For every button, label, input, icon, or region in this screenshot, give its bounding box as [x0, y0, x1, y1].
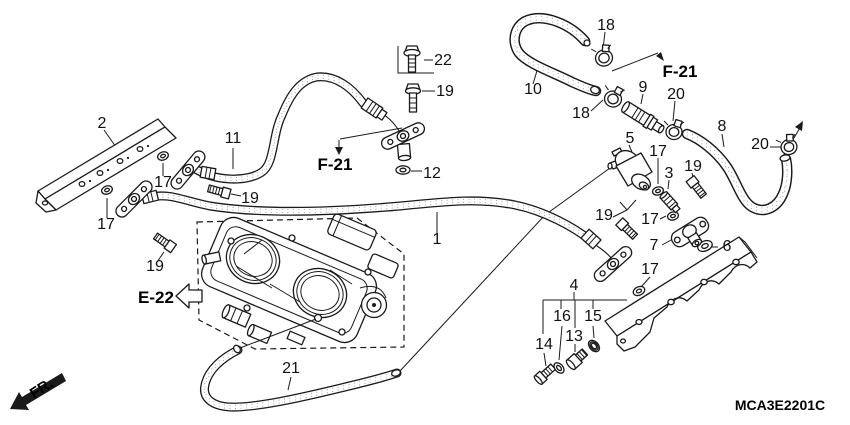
callout-9: 9 [639, 79, 648, 96]
fuel-return-port [313, 313, 323, 323]
callout-22: 22 [434, 52, 452, 69]
washer-12 [395, 165, 411, 175]
callout-13: 13 [565, 328, 583, 345]
callout-20-b: 20 [751, 136, 769, 153]
hose-8 [681, 128, 793, 216]
callout-18-b: 18 [572, 105, 590, 122]
washer-17-b [101, 185, 113, 195]
callout-17-c: 17 [649, 143, 667, 160]
callout-14: 14 [535, 336, 553, 353]
banjo-hose1-left [115, 180, 153, 218]
callout-20-a: 20 [667, 86, 685, 103]
callout-17-b: 17 [97, 216, 115, 233]
callout-17-e: 17 [641, 261, 659, 278]
hose-10 [509, 13, 602, 97]
bolt-19-top [404, 83, 422, 113]
clamp-18-lower [603, 85, 625, 108]
hose-21 [200, 344, 402, 412]
callout-21: 21 [282, 360, 300, 377]
diagram-code: MCA3E2201C [735, 397, 825, 413]
vacuum-nipple [201, 251, 222, 265]
callout-7: 7 [650, 237, 659, 254]
callout-17-d: 17 [641, 211, 659, 228]
crimp-hose11-right [360, 97, 388, 121]
callout-16: 16 [553, 308, 571, 325]
callout-17-a: 17 [154, 174, 172, 191]
callout-12: 12 [423, 165, 441, 182]
washer-17-a [157, 151, 169, 161]
continuation-arrowhead [795, 121, 803, 131]
clamp-18-upper [590, 44, 614, 67]
callout-18-a: 18 [597, 17, 615, 34]
pressure-regulator-5 [607, 147, 653, 191]
washer-17-c [651, 186, 665, 196]
clamp-20-right [775, 133, 798, 156]
bolt-19-hose1-left [152, 232, 178, 254]
callout-15: 15 [584, 308, 602, 325]
injector-joint-7 [670, 216, 710, 248]
throttle-bore-rear [292, 267, 348, 319]
callout-10: 10 [524, 81, 542, 98]
banjo-top-f21 [380, 122, 426, 162]
bolt-19-right [685, 174, 708, 199]
nut-13 [565, 348, 589, 371]
callout-11: 11 [225, 130, 242, 147]
banjo-hose11-left [170, 150, 206, 190]
callout-19-d: 19 [684, 158, 702, 175]
callout-3: 3 [665, 165, 674, 182]
callout-19-c: 19 [146, 258, 164, 275]
callout-8: 8 [718, 118, 727, 135]
washer-16 [553, 362, 565, 374]
callout-19-b: 19 [241, 190, 259, 207]
callout-19-e: 19 [595, 207, 613, 224]
hose21-to-port-line [239, 318, 317, 349]
bolt-22 [397, 45, 434, 74]
callout-6: 6 [723, 238, 732, 255]
callout-1: 1 [433, 231, 442, 248]
injector-body [221, 304, 252, 328]
sensor-box-2 [367, 253, 399, 279]
ref-e22: E-22 [138, 288, 174, 307]
ref-f21-right: F-21 [663, 62, 698, 81]
ref-f21-left: F-21 [318, 155, 353, 174]
crimp-hose11-left [199, 165, 217, 181]
fr-direction-arrow [10, 373, 66, 410]
fuel-joint-9 [621, 101, 665, 134]
callout-5: 5 [626, 130, 635, 147]
e22-arrow [175, 283, 203, 309]
callout-2: 2 [98, 115, 107, 132]
bolt-19-hose11 [206, 184, 232, 200]
bolt-set-bracket-4 [542, 292, 627, 367]
callout-4: 4 [570, 277, 579, 294]
hose-10-end-opening [583, 39, 591, 47]
injector-body-2 [246, 323, 273, 345]
washer-17-e [632, 285, 646, 297]
f21-arrow-left [335, 127, 403, 155]
dashed-boundary [196, 217, 405, 350]
fitting-3 [659, 191, 681, 214]
bolt-19-regulator [615, 217, 639, 240]
throttle-bore-front [225, 233, 281, 285]
washer-15 [587, 339, 601, 353]
f21-arrow-right [611, 52, 664, 72]
crimp-hose1-right [580, 228, 602, 250]
banjo-hose1-right [593, 246, 633, 282]
clamp-20-left [663, 118, 685, 141]
sensor-box [327, 213, 377, 251]
fuel-rail-right [604, 236, 758, 352]
washer-17-d [666, 211, 680, 221]
hose-8-end-opening [779, 154, 791, 162]
throttle-body-assembly [196, 213, 405, 350]
throttle-actuator [359, 285, 388, 319]
callout-19-a: 19 [436, 83, 454, 100]
fuel-rail-left [35, 118, 177, 213]
bolt-14 [533, 363, 557, 385]
bracket-corner-line [397, 46, 434, 74]
hose-11 [189, 72, 400, 184]
